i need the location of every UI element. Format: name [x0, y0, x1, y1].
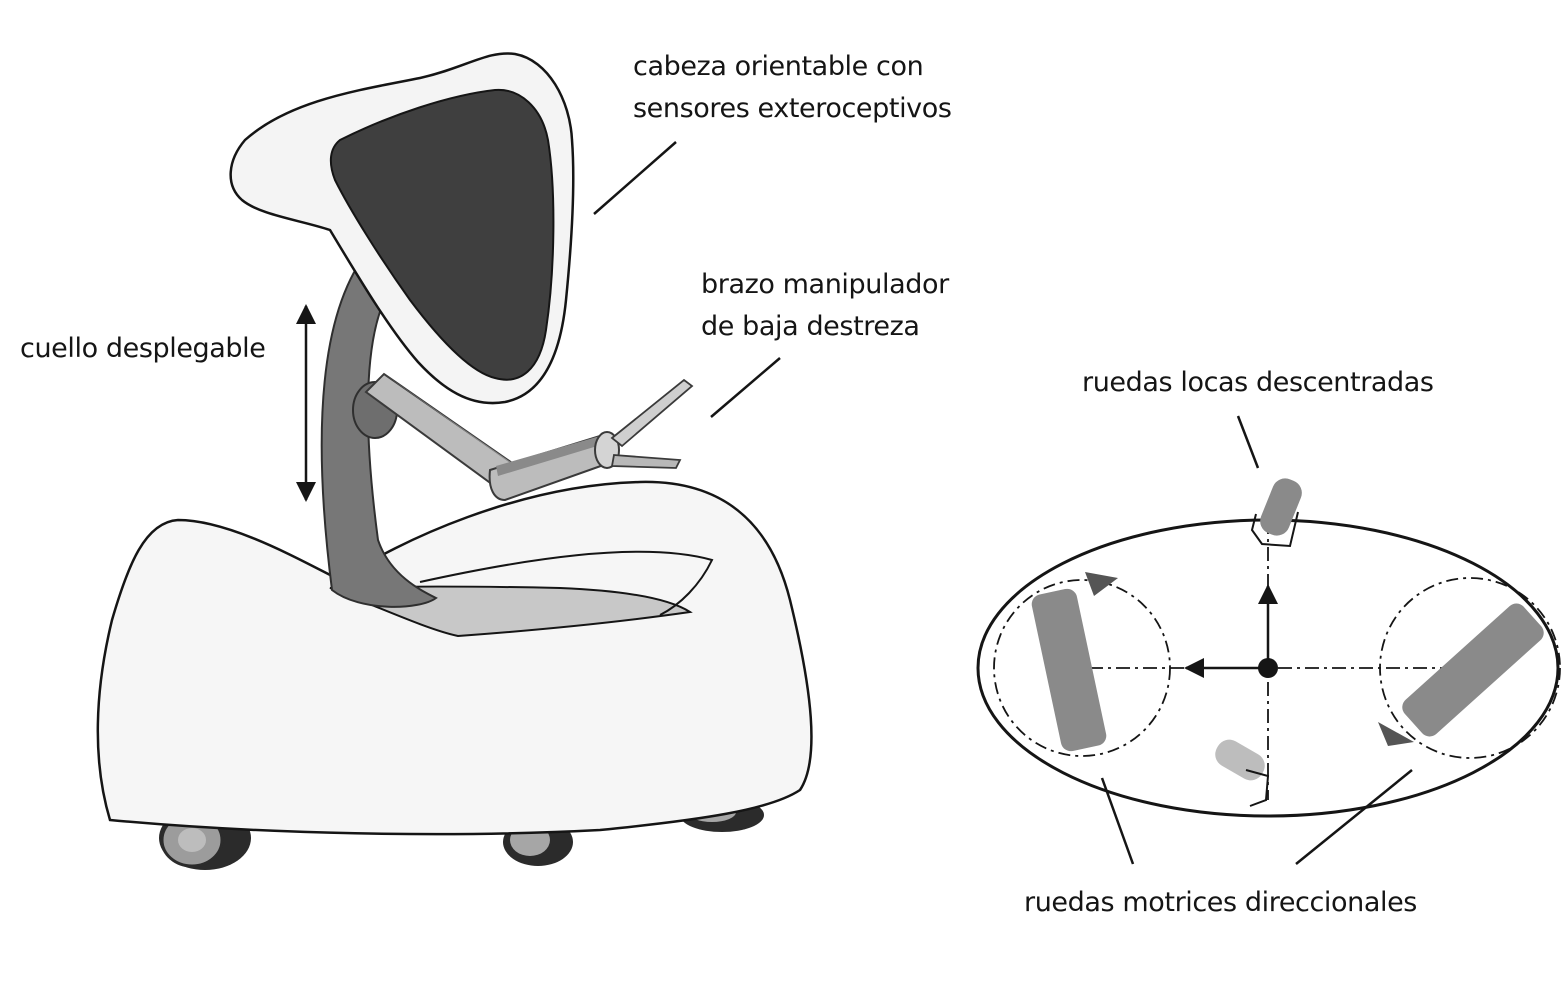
- center-point: [1258, 658, 1278, 678]
- base-top-edge: [419, 550, 714, 616]
- caster-leader-line: [1236, 415, 1260, 469]
- arm-label-line-1: brazo manipulador: [701, 269, 949, 300]
- left-drive-wheel: [1031, 588, 1107, 752]
- top-caster-wheel: [1250, 478, 1302, 548]
- robot-leader-lines: [296, 141, 781, 502]
- drive-right-leader-line: [1295, 769, 1413, 865]
- arm-label-line-2: de baja destreza: [701, 311, 920, 342]
- plan-leader-lines: [1100, 415, 1413, 865]
- robot-base-body: [96, 480, 813, 836]
- arm-leader-line: [710, 357, 781, 418]
- head-label-line-2: sensores exteroceptivos: [633, 93, 952, 124]
- robot-illustration: [96, 52, 813, 870]
- base-plan-view: [976, 478, 1561, 818]
- casters-label: ruedas locas descentradas: [1082, 367, 1434, 398]
- head-leader-line: [593, 141, 677, 215]
- drive-wheels-label: ruedas motrices direccionales: [1024, 887, 1417, 918]
- neck-label: cuello desplegable: [20, 333, 266, 364]
- head-label-line-1: cabeza orientable con: [633, 51, 924, 82]
- forearm: [488, 434, 614, 502]
- right-drive-wheel: [1402, 603, 1544, 737]
- bottom-caster-wheel: [1215, 739, 1270, 807]
- right-rotation-arrowhead: [1378, 722, 1414, 746]
- gripper: [610, 378, 694, 469]
- robot-head-visor: [329, 88, 555, 381]
- drive-left-leader-line: [1100, 777, 1135, 865]
- left-rotation-arrowhead: [1085, 572, 1118, 596]
